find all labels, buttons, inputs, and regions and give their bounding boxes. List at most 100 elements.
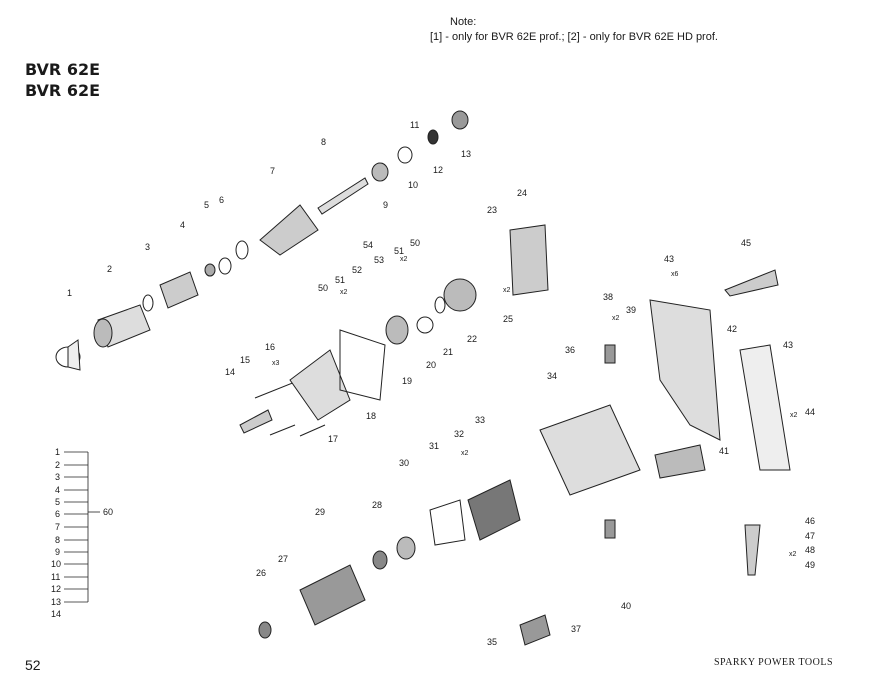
part-3-shape: [142, 294, 154, 312]
callout: 4: [180, 220, 185, 230]
bracket-item: 12: [51, 584, 61, 594]
bracket-item: 7: [55, 522, 60, 532]
bracket-item: 5: [55, 497, 60, 507]
bracket-item: 4: [55, 485, 60, 495]
callout: 2: [107, 264, 112, 274]
part-17-shape: [289, 349, 351, 421]
bracket-item: 6: [55, 509, 60, 519]
callout: 43: [783, 340, 793, 350]
bracket-item: 14: [51, 609, 61, 619]
callout: 48: [805, 545, 815, 555]
callout: 60: [103, 507, 113, 517]
callout: 17: [328, 434, 338, 444]
callout: 27: [278, 554, 288, 564]
bracket-item: 10: [51, 559, 61, 569]
callout: 12: [433, 165, 443, 175]
callout: 35: [487, 637, 497, 647]
callout: 52: [352, 265, 362, 275]
part-7-shape: [259, 204, 319, 256]
note-heading: Note:: [450, 16, 477, 28]
qty: x2: [400, 256, 408, 263]
callout: 50: [318, 283, 328, 293]
callout: 18: [366, 411, 376, 421]
callout: 42: [727, 324, 737, 334]
callout: 54: [363, 240, 373, 250]
callout: 23: [487, 205, 497, 215]
callout: 30: [399, 458, 409, 468]
quantity-labels: x6 x2 x2 x2 x2 x2 x3 x2 x2: [272, 256, 798, 558]
callout: 40: [621, 601, 631, 611]
callout: 19: [402, 376, 412, 386]
bracket-item: 13: [51, 597, 61, 607]
callout: 15: [240, 355, 250, 365]
bracket-item: 9: [55, 547, 60, 557]
callout: 16: [265, 342, 275, 352]
qty: x2: [790, 412, 798, 419]
bracket-item: 1: [55, 447, 60, 457]
callout: 41: [719, 446, 729, 456]
model-title: BVR 62E: [25, 60, 101, 79]
callout: 7: [270, 166, 275, 176]
part-33-shape: [467, 479, 521, 541]
qty: x2: [789, 551, 797, 558]
callout: 13: [461, 149, 471, 159]
callout: 38: [603, 292, 613, 302]
callout: 26: [256, 568, 266, 578]
callout: 51: [394, 246, 404, 256]
part-1-cone: [67, 339, 81, 371]
callout: 11: [410, 120, 419, 130]
callout: 34: [547, 371, 557, 381]
callout: 5: [204, 200, 209, 210]
callout-labels: 1 2 3 4 5 6 7 8 9 10 11 12 13 14 15 16 1…: [67, 120, 815, 647]
page-number: 52: [25, 657, 41, 673]
callout: 33: [475, 415, 485, 425]
bracket-item: 2: [55, 460, 60, 470]
part-4-shape: [159, 271, 199, 309]
callout: 28: [372, 500, 382, 510]
callout: 47: [805, 531, 815, 541]
qty: x2: [612, 315, 620, 322]
note-text: [1] - only for BVR 62E prof.; [2] - only…: [430, 31, 718, 43]
part-42-shape: [649, 299, 721, 441]
brand-footer: SPARKY POWER TOOLS: [714, 657, 834, 668]
bracket-item: 11: [51, 572, 60, 582]
qty: x6: [671, 271, 679, 278]
callout: 21: [443, 347, 453, 357]
bracket-item: 3: [55, 472, 60, 482]
callout: 3: [145, 242, 150, 252]
callout: 22: [467, 334, 477, 344]
callout: 6: [219, 195, 224, 205]
part-27-shape: [299, 564, 366, 626]
callout: 24: [517, 188, 527, 198]
callout: 49: [805, 560, 815, 570]
qty: x2: [461, 450, 469, 457]
callout: 53: [374, 255, 384, 265]
callout: 1: [67, 288, 72, 298]
callout: 51: [335, 275, 345, 285]
callout: 29: [315, 507, 325, 517]
callout: 43: [664, 254, 674, 264]
callout: 50: [410, 238, 420, 248]
callout: 10: [408, 180, 418, 190]
part-18-shape: [339, 329, 386, 401]
callout: 44: [805, 407, 815, 417]
qty: x3: [272, 360, 280, 367]
callout: 39: [626, 305, 636, 315]
callout: 32: [454, 429, 464, 439]
part-8-shape: [317, 177, 369, 215]
qty: x2: [503, 287, 511, 294]
callout: 8: [321, 137, 326, 147]
model-title-repeat: BVR 62E: [25, 81, 101, 100]
callout: 20: [426, 360, 436, 370]
part-34-shape: [539, 404, 641, 496]
callout: 31: [429, 441, 439, 451]
bracket-60: [64, 451, 100, 603]
callout: 37: [571, 624, 581, 634]
note-block: Note: [1] - only for BVR 62E prof.; [2] …: [430, 15, 718, 45]
qty: x2: [340, 289, 348, 296]
callout: 14: [225, 367, 235, 377]
part-24-shape: [509, 224, 549, 296]
callout: 36: [565, 345, 575, 355]
callout: 9: [383, 200, 388, 210]
